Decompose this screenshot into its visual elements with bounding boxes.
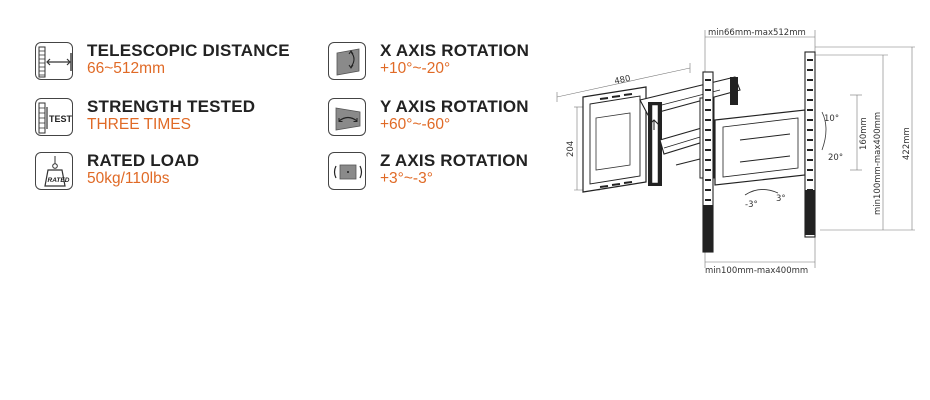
feature-strength: TEST STRENGTH TESTED THREE TIMES [35,98,255,136]
y-axis-value: +60°~-60° [380,116,451,133]
x-axis-title: X AXIS ROTATION [380,41,530,60]
depth-dimension-label: 480 [614,74,632,87]
top-dimension-label: min66mm-max512mm [708,28,806,38]
rated-label: RATED [48,177,70,184]
level-right-label: 3° [776,194,786,204]
weight-icon: RATED [35,152,73,190]
rotation-arcs [744,111,827,196]
feature-y-axis: Y AXIS ROTATION +60°~-60° [328,98,529,136]
x-axis-value: +10°~-20° [380,60,451,77]
telescopic-title: TELESCOPIC DISTANCE [87,41,290,60]
feature-z-axis: Z AXIS ROTATION +3°~-3° [328,152,528,190]
y-axis-rotation-icon [328,98,366,136]
x-axis-rotation-icon [328,42,366,80]
height-dimension-label: 204 [566,141,576,157]
y-axis-title: Y AXIS ROTATION [380,97,529,116]
telescopic-value: 66~512mm [87,60,165,77]
feature-rated-load: RATED RATED LOAD 50kg/110lbs [35,152,199,190]
wall-plate [582,86,647,193]
strength-value: THREE TIMES [87,116,191,133]
tv-bracket [702,51,816,253]
feature-telescopic: TELESCOPIC DISTANCE 66~512mm [35,42,290,80]
tilt-down-label: 20° [828,153,843,163]
strength-test-icon: TEST [35,98,73,136]
strength-title: STRENGTH TESTED [87,97,256,116]
vesa-height-label: 160mm [859,117,869,150]
z-axis-rotation-icon [328,152,366,190]
z-axis-value: +3°~-3° [380,170,433,187]
test-label: TEST [49,114,73,124]
telescopic-icon [35,42,73,80]
total-height-label: 422mm [902,127,912,160]
tilt-up-label: 10° [824,114,839,124]
z-axis-title: Z AXIS ROTATION [380,151,529,170]
rated-title: RATED LOAD [87,151,200,170]
feature-x-axis: X AXIS ROTATION +10°~-20° [328,42,529,80]
bottom-dimension-label: min100mm-max400mm [705,266,808,276]
mount-technical-drawing: min66mm-max512mm 480 204 10° 20° 160mm m… [556,28,915,276]
vesa-vertical-range-label: min100mm-max400mm [873,112,883,215]
rated-value: 50kg/110lbs [87,170,170,187]
level-left-label: -3° [745,200,758,210]
